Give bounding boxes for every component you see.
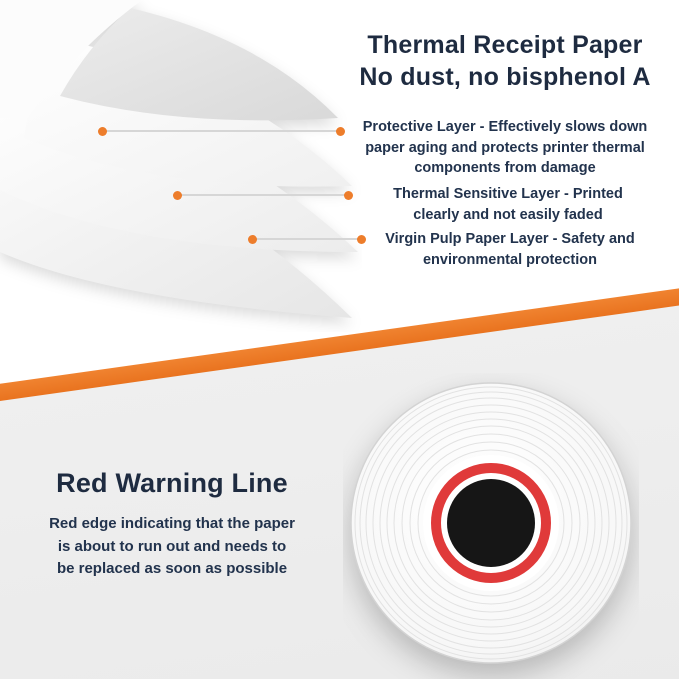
red-warning-line-section: Red Warning Line Red edge indicating tha… <box>24 468 320 581</box>
headline: Thermal Receipt Paper No dust, no bisphe… <box>359 31 651 91</box>
paper-sheet-gray-cover <box>60 8 338 121</box>
callout-thermal-sensitive-layer: Thermal Sensitive Layer - Printed clearl… <box>393 186 623 223</box>
warning-section-title: Red Warning Line <box>56 468 288 498</box>
callout-line-1 <box>104 130 340 132</box>
callout-line-3 <box>254 238 360 240</box>
orange-dot-icon <box>248 235 257 244</box>
callout-line-2 <box>179 194 347 196</box>
paper-roll-illustration <box>350 382 632 664</box>
orange-dot-icon <box>357 235 366 244</box>
warning-section-description: Red edge indicating that the paper is ab… <box>49 515 295 577</box>
paper-layers-illustration <box>0 0 358 318</box>
orange-dot-icon <box>336 127 345 136</box>
orange-dot-icon <box>344 191 353 200</box>
roll-core <box>447 479 535 567</box>
paper-roll-winding-rings <box>354 386 628 660</box>
orange-dot-icon <box>173 191 182 200</box>
callout-protective-layer: Protective Layer - Effectively slows dow… <box>362 119 648 177</box>
callout-virgin-pulp-layer: Virgin Pulp Paper Layer - Safety and env… <box>385 231 635 268</box>
orange-dot-icon <box>98 127 107 136</box>
paper-sheet-corner <box>0 0 142 118</box>
